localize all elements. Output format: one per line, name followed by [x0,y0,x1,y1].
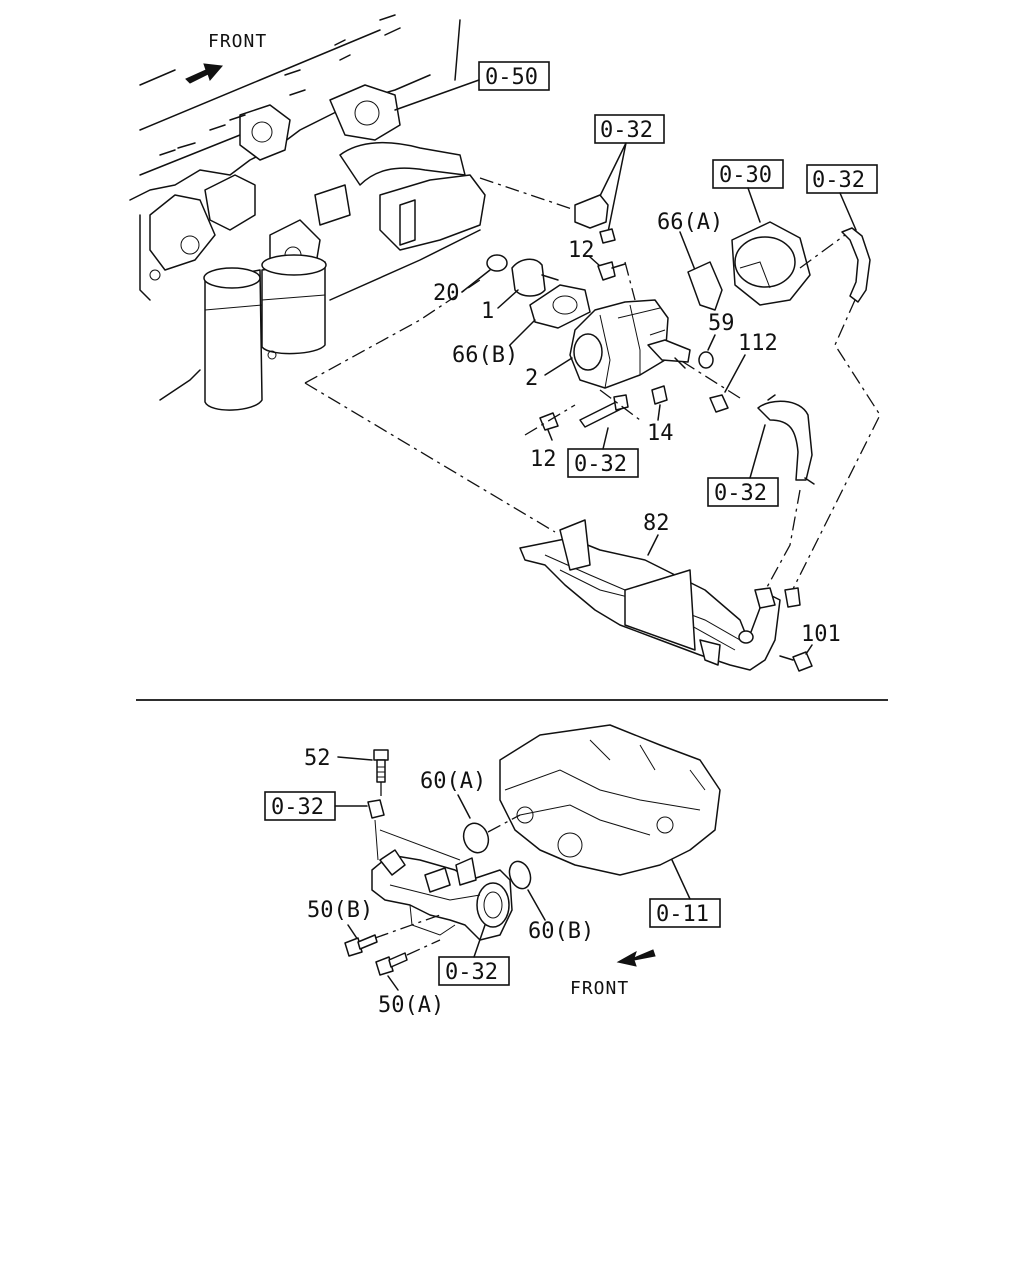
callout-52: 52 [304,746,331,771]
o-ring-60a [462,822,490,854]
callout-82: 82 [643,511,670,536]
ref-box-0-32-mid [567,448,639,478]
callout-112: 112 [738,331,778,356]
callout-12-top: 12 [568,238,595,263]
ref-0-32-right: 0-32 [812,168,865,193]
front-arrow-upper-icon [185,63,223,84]
thermostat-1 [511,258,546,297]
cylinder-head [499,724,721,876]
callout-101: 101 [801,622,841,647]
callout-60b: 60(B) [528,919,594,944]
ref-box-0-32-bottom [438,956,510,986]
ref-0-32-hose: 0-32 [714,481,767,506]
gasket-66b [529,284,591,329]
ref-0-32-bottom: 0-32 [445,960,498,985]
callout-14: 14 [647,421,674,446]
front-label-upper: FRONT [208,31,267,52]
callout-66a: 66(A) [657,210,723,235]
callout-66b: 66(B) [452,343,518,368]
ref-0-50: 0-50 [485,65,538,90]
front-arrow-lower-icon [616,949,656,967]
ref-box-0-32-top [594,114,665,144]
ref-0-11: 0-11 [656,902,709,927]
lower-assembly: 0-11 52 0-32 60(A) 60(B) [264,724,721,1018]
o-ring-20 [486,254,508,272]
callout-59: 59 [708,311,735,336]
ref-box-0-11 [649,898,721,928]
upper-assembly: FRONT [129,14,881,672]
front-label-lower: FRONT [570,978,629,999]
ref-box-0-32-left [264,791,336,821]
callout-12-bottom: 12 [530,447,557,472]
ref-box-0-32-right [806,164,878,194]
ref-box-0-32-hose [707,477,779,507]
callout-1: 1 [481,299,494,324]
ref-0-32-top: 0-32 [600,118,653,143]
o-ring-60b [508,860,532,890]
callout-50b: 50(B) [307,898,373,923]
ref-0-32-mid: 0-32 [574,452,627,477]
ref-0-32-left: 0-32 [271,795,324,820]
ref-box-0-30 [712,159,784,189]
water-pipe-82 [519,519,801,671]
callout-2: 2 [525,366,538,391]
callout-50a: 50(A) [378,993,444,1018]
engine-block [129,14,486,411]
water-outlet-housing [371,819,513,941]
callout-60a: 60(A) [420,769,486,794]
ref-box-0-50 [478,61,550,91]
ref-0-30: 0-30 [719,163,772,188]
water-hose [757,400,813,481]
